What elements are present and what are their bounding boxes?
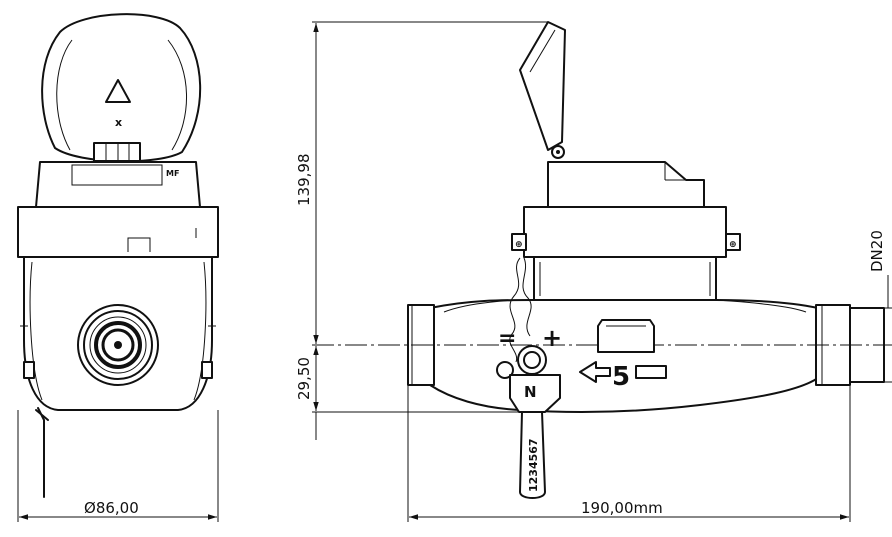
front-lid-hinge [93,142,141,162]
height-dimension-label: 139,98 [295,154,313,207]
security-seal: N 1234567 [496,345,561,499]
side-view: ⊕ ⊕ = + 5 [295,21,892,522]
svg-text:+: + [542,324,562,352]
diameter-dimension-label: Ø86,00 [84,499,139,517]
svg-text:=: = [498,326,516,351]
front-outlet-port [77,304,159,386]
length-dimension-label: 190,00mm [581,499,663,517]
side-register-ring [523,206,727,258]
nominal-size-label: DN20 [868,230,886,272]
diameter-value: 86,00 [96,499,139,517]
side-pipe-body [429,299,819,414]
svg-text:⊕: ⊕ [515,240,523,250]
front-view: x MF [17,13,219,522]
front-register-ring [17,206,219,258]
side-marking-plate [597,319,655,353]
flow-direction-arrow: 5 [579,361,667,392]
flow-class-number: 5 [612,362,630,392]
svg-text:MF: MF [166,169,179,178]
svg-text:x: x [115,116,122,129]
side-register-housing [547,161,705,208]
side-open-lid [519,21,566,151]
axis-height-dimension-label: 29,50 [295,357,313,400]
svg-text:⊕: ⊕ [729,240,737,250]
seal-number: 1234567 [527,438,540,492]
warning-triangle-icon [105,79,131,103]
diameter-symbol: Ø [84,499,96,517]
seal-letter: N [524,383,537,401]
